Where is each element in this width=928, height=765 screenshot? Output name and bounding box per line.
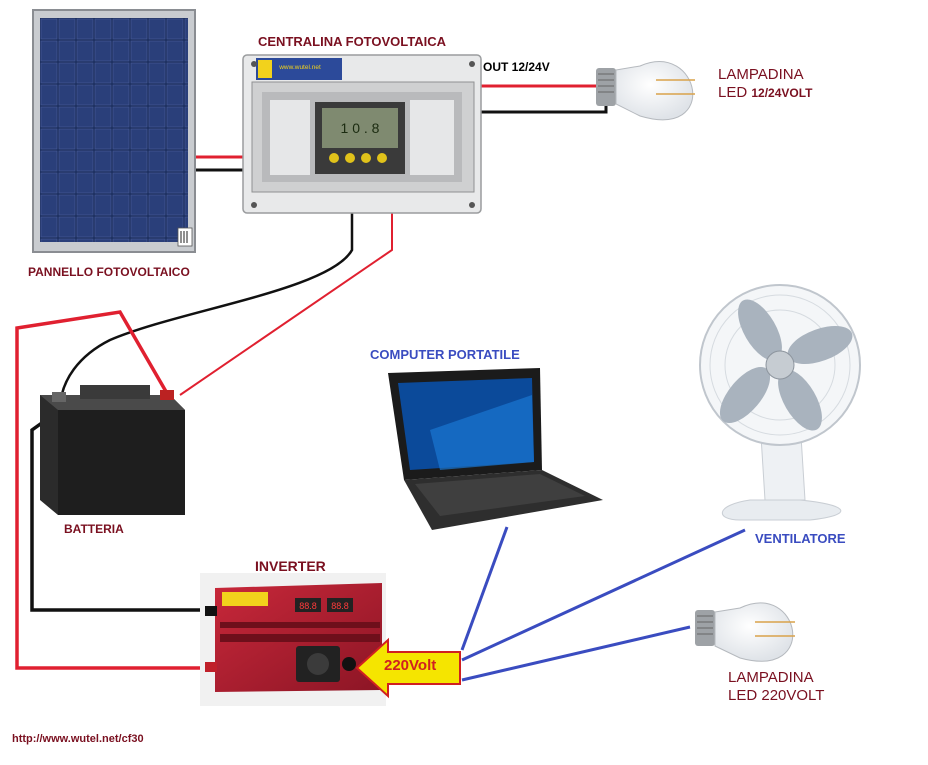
blue-line-fan <box>461 528 746 662</box>
inverter-display-2: 88.8 <box>331 601 349 611</box>
lamp12-label-line2: LED 12/24VOLT <box>718 84 813 102</box>
computer-label: COMPUTER PORTATILE <box>370 347 520 362</box>
charge-controller-icon: www.wutel.net 1 0 . 8 <box>242 54 482 214</box>
svg-text:1 0 . 8: 1 0 . 8 <box>341 120 380 136</box>
battery-wire-red-from-controller <box>179 212 393 396</box>
lamp12-wire-black <box>480 95 608 114</box>
centralina-label: CENTRALINA FOTOVOLTAICA <box>258 34 447 49</box>
lamp12-label-suffix: 12/24VOLT <box>751 86 813 100</box>
blue-line-laptop <box>460 526 509 651</box>
controller-brand-text: www.wutel.net <box>278 64 321 71</box>
batteria-label: BATTERIA <box>64 522 124 536</box>
battery-icon <box>40 385 185 515</box>
lamp220-label-line1: LAMPADINA <box>728 669 814 686</box>
solar-panel-icon <box>32 9 196 253</box>
fan-icon <box>699 284 861 521</box>
inverter-icon: 88.8 88.8 <box>200 573 386 706</box>
volt220-label: 220Volt <box>384 657 437 674</box>
laptop-icon <box>388 368 603 530</box>
lamp12-label-line1: LAMPADINA <box>718 66 804 83</box>
ventilatore-label: VENTILATORE <box>755 531 846 546</box>
led-bulb-icon <box>596 61 695 121</box>
blue-line-lamp220 <box>461 625 691 682</box>
battery-wire-black-from-controller <box>58 212 354 411</box>
led-bulb-icon-220 <box>695 602 795 662</box>
arrow-icon <box>355 637 461 699</box>
inverter-wire-red <box>15 310 225 670</box>
out-label: OUT 12/24V <box>483 60 550 74</box>
inverter-display-1: 88.8 <box>299 601 317 611</box>
pannello-label: PANNELLO FOTOVOLTAICO <box>28 265 190 279</box>
source-url[interactable]: http://www.wutel.net/cf30 <box>12 733 144 745</box>
lamp12-label-prefix: LED <box>718 84 752 101</box>
lamp220-label-line2: LED 220VOLT <box>728 687 825 704</box>
inverter-label: INVERTER <box>255 558 326 574</box>
